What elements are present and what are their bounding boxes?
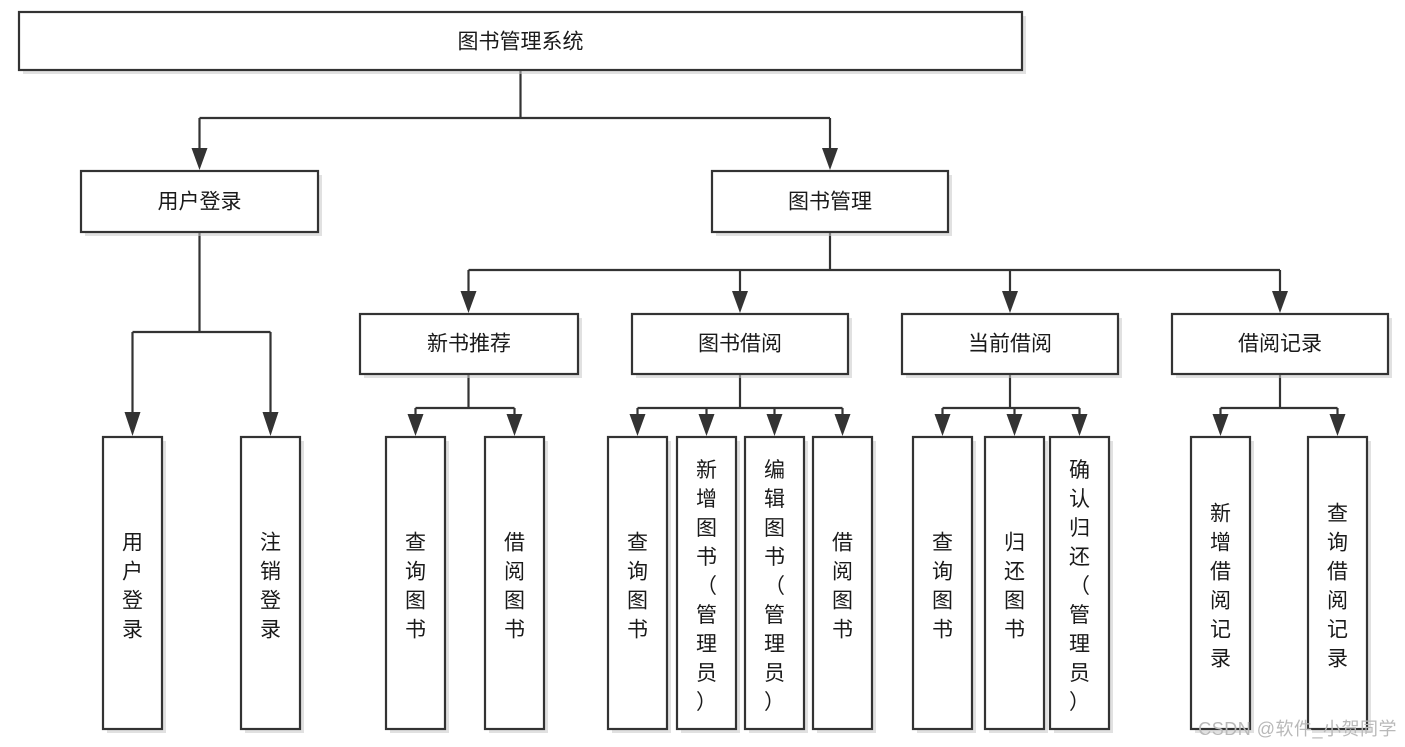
node-book-manage[interactable]: 图书管理 [710,169,952,236]
arrow-head-current-borrow [1002,291,1018,313]
arrow-head-user-login [191,148,208,170]
node-leaf-confirm-return-label: 确认归还（管理员） [1069,459,1090,714]
node-leaf-user-login[interactable]: 用户登录 [101,435,166,733]
node-leaf-edit-book-label: 编辑图书（管理员） [764,459,785,714]
node-leaf-user-login-label: 用户登录 [122,532,143,642]
node-current-borrow-box[interactable] [900,312,1120,376]
node-leaf-add-record[interactable]: 新增借阅记录 [1189,435,1254,733]
node-leaf-confirm-return-box[interactable] [1048,435,1111,731]
node-leaf-query-book-borrow[interactable]: 查询图书 [606,435,671,733]
arrow-head-borrow-record [1272,291,1288,313]
node-leaf-edit-book[interactable]: 编辑图书（管理员） [743,435,808,733]
arrow-head-leaf-borrow-book [834,414,851,436]
arrow-head-leaf-query-book-rec [407,414,424,436]
arrow-head-leaf-user-login [124,412,141,436]
node-root[interactable]: 图书管理系统 [17,10,1026,74]
node-borrow-record-label: 借阅记录 [1238,333,1322,356]
node-new-book-recommend-box[interactable] [358,312,580,376]
connector-layer [124,70,1346,436]
node-leaf-add-record-label: 新增借阅记录 [1210,503,1231,671]
node-leaf-query-book-borrow-box[interactable] [606,435,669,731]
node-book-borrow-label: 图书借阅 [698,333,782,356]
node-leaf-logout-box[interactable] [239,435,302,731]
node-leaf-borrow-book-rec-label: 借阅图书 [504,532,525,642]
node-leaf-query-record-label: 查询借阅记录 [1327,503,1348,671]
node-new-book-recommend-label: 新书推荐 [427,333,511,356]
arrow-head-leaf-query-book-cur [934,414,951,436]
node-book-manage-label: 图书管理 [788,191,872,214]
node-leaf-query-book-cur[interactable]: 查询图书 [911,435,976,733]
node-leaf-confirm-return[interactable]: 确认归还（管理员） [1048,435,1113,733]
node-leaf-query-book-cur-label: 查询图书 [932,532,953,642]
node-leaf-query-book-rec-box[interactable] [384,435,447,731]
node-leaf-borrow-book-box[interactable] [811,435,874,731]
node-book-borrow[interactable]: 图书借阅 [630,312,852,378]
node-leaf-return-book-label: 归还图书 [1004,532,1025,642]
arrow-head-new-book-recommend [460,291,477,313]
arrow-head-leaf-query-record [1329,414,1346,436]
node-leaf-query-book-rec-label: 查询图书 [405,532,426,642]
node-leaf-add-book[interactable]: 新增图书（管理员） [675,435,740,733]
node-leaf-add-book-label: 新增图书（管理员） [696,459,717,714]
node-leaf-borrow-book-rec-box[interactable] [483,435,546,731]
node-leaf-borrow-book-rec[interactable]: 借阅图书 [483,435,548,733]
node-borrow-record[interactable]: 借阅记录 [1170,312,1392,378]
arrow-head-book-manage [822,148,838,170]
node-leaf-return-book-box[interactable] [983,435,1046,731]
node-leaf-logout-label: 注销登录 [260,532,281,642]
arrow-head-book-borrow [732,291,748,313]
node-current-borrow[interactable]: 当前借阅 [900,312,1122,378]
arrow-head-leaf-edit-book [766,414,783,436]
node-user-login-label: 用户登录 [158,191,242,214]
node-leaf-borrow-book[interactable]: 借阅图书 [811,435,876,733]
node-leaf-edit-book-box[interactable] [743,435,806,731]
node-book-borrow-box[interactable] [630,312,850,376]
node-user-login[interactable]: 用户登录 [79,169,322,236]
node-borrow-record-box[interactable] [1170,312,1390,376]
node-root-box[interactable] [17,10,1024,72]
node-leaf-add-book-box[interactable] [675,435,738,731]
node-leaf-logout[interactable]: 注销登录 [239,435,304,733]
node-leaf-query-book-rec[interactable]: 查询图书 [384,435,449,733]
arrow-head-leaf-borrow-book-rec [506,414,523,436]
node-new-book-recommend[interactable]: 新书推荐 [358,312,582,378]
node-root-label: 图书管理系统 [458,31,584,54]
node-leaf-query-record[interactable]: 查询借阅记录 [1306,435,1371,733]
node-leaf-query-book-borrow-label: 查询图书 [627,532,648,642]
node-leaf-query-record-box[interactable] [1306,435,1369,731]
leaf-nodes: 用户登录 注销登录 查询图书 借阅图书 查询图书 [101,435,1371,733]
arrow-head-leaf-confirm-return [1071,414,1088,436]
arrow-head-leaf-add-book [698,414,715,436]
node-user-login-box[interactable] [79,169,320,234]
arrow-head-leaf-return-book [1006,414,1023,436]
csdn-watermark: CSDN @软件_小贺同学 [1198,719,1397,739]
node-leaf-add-record-box[interactable] [1189,435,1252,731]
node-leaf-query-book-cur-box[interactable] [911,435,974,731]
arrow-head-leaf-add-record [1212,414,1229,436]
node-leaf-user-login-box[interactable] [101,435,164,731]
node-current-borrow-label: 当前借阅 [968,333,1052,356]
arrow-head-leaf-logout [262,412,279,436]
node-book-manage-box[interactable] [710,169,950,234]
node-leaf-return-book[interactable]: 归还图书 [983,435,1048,733]
node-leaf-borrow-book-label: 借阅图书 [832,532,853,642]
arrow-head-leaf-query-book-borrow [629,414,646,436]
